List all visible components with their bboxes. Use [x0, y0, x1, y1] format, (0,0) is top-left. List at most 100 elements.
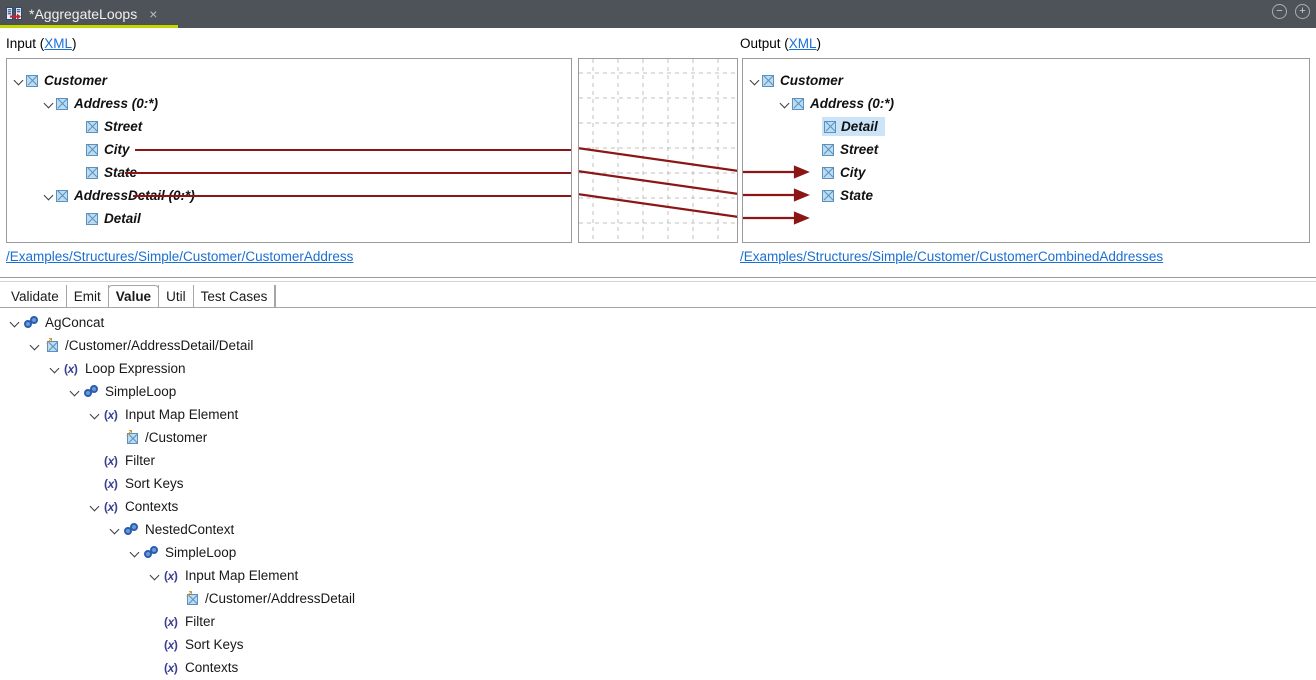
output-xml-link[interactable]: XML — [788, 36, 817, 51]
tree-indent-spacer — [88, 449, 104, 472]
window-controls: − + — [1272, 4, 1310, 19]
value-tree-row[interactable]: (x)Input Map Element — [148, 564, 298, 587]
tab-strip-end-divider — [275, 285, 277, 307]
expression-icon: (x) — [104, 407, 118, 422]
chevron-down-icon[interactable] — [48, 357, 64, 380]
chevron-down-icon[interactable] — [88, 495, 104, 518]
input-node-label: Customer — [44, 73, 108, 88]
schema-element-icon — [86, 166, 98, 179]
mapping-document-icon — [6, 6, 22, 22]
input-node-label: City — [104, 142, 130, 157]
section-divider-bottom — [0, 281, 1316, 282]
input-tree-node[interactable]: Street — [73, 115, 144, 138]
value-tree-row[interactable]: AgConcat — [8, 311, 104, 334]
input-tree-node[interactable]: Address (0:*) — [43, 92, 160, 115]
value-tree-row[interactable]: SimpleLoop — [68, 380, 176, 403]
value-tree-row[interactable]: (x)Sort Keys — [148, 633, 244, 656]
value-tree-row[interactable]: (x)Filter — [88, 449, 155, 472]
value-tree-row[interactable]: ↗/Customer — [108, 426, 207, 449]
input-tree-node[interactable]: State — [73, 161, 139, 184]
chevron-down-icon[interactable] — [43, 92, 56, 115]
value-tree-row[interactable]: (x)Contexts — [88, 495, 178, 518]
chevron-down-icon[interactable] — [43, 184, 56, 207]
output-tree-node[interactable]: City — [809, 161, 868, 184]
minimize-icon[interactable]: − — [1272, 4, 1287, 19]
output-node-label: City — [840, 165, 866, 180]
input-label-prefix: Input ( — [6, 36, 45, 51]
expression-icon: (x) — [64, 361, 78, 376]
schema-element-icon — [86, 120, 98, 133]
input-label-suffix: ) — [72, 36, 77, 51]
output-node-label: Detail — [838, 118, 881, 135]
value-tree-row[interactable]: NestedContext — [108, 518, 234, 541]
input-node-label: State — [104, 165, 138, 180]
chevron-down-icon[interactable] — [13, 69, 26, 92]
input-structure-path-link[interactable]: /Examples/Structures/Simple/Customer/Cus… — [6, 249, 354, 264]
value-tree-row-label: SimpleLoop — [165, 545, 237, 560]
tab-test-cases[interactable]: Test Cases — [192, 285, 276, 307]
chevron-down-icon[interactable] — [128, 541, 144, 564]
input-tree-node[interactable]: Customer — [13, 69, 109, 92]
maximize-icon[interactable]: + — [1295, 4, 1310, 19]
chevron-down-icon[interactable] — [68, 380, 84, 403]
value-tree-row-label: Sort Keys — [125, 476, 184, 491]
chevron-down-icon[interactable] — [108, 518, 124, 541]
connector-grid-panel[interactable] — [578, 58, 738, 243]
schema-element-icon — [56, 97, 68, 110]
value-tree-row-label: /Customer — [145, 430, 208, 445]
value-tree-row[interactable]: (x)Loop Expression — [48, 357, 186, 380]
connector-line-state-stub — [133, 195, 571, 197]
chevron-down-icon[interactable] — [8, 311, 24, 334]
tree-indent-spacer — [809, 184, 822, 207]
output-node-label: Street — [840, 142, 879, 157]
editor-tab-aggregateloops[interactable]: *AggregateLoops × — [0, 0, 178, 28]
value-tree-row-label: AgConcat — [45, 315, 105, 330]
grid-background — [579, 59, 737, 242]
output-node-label: State — [840, 188, 874, 203]
output-tree-node[interactable]: Address (0:*) — [779, 92, 896, 115]
connector-line-street-stub — [135, 149, 571, 151]
path-reference-icon: ↗ — [184, 589, 201, 607]
value-tree-row[interactable]: (x)Filter — [148, 610, 215, 633]
chevron-down-icon[interactable] — [749, 69, 762, 92]
input-tree-node[interactable]: City — [73, 138, 132, 161]
value-tree-row[interactable]: (x)Sort Keys — [88, 472, 184, 495]
schema-element-icon — [824, 120, 836, 133]
chevron-down-icon[interactable] — [148, 564, 164, 587]
value-tree-row[interactable]: (x)Input Map Element — [88, 403, 238, 426]
chevron-down-icon[interactable] — [779, 92, 792, 115]
value-tree-row-label: NestedContext — [145, 522, 235, 537]
tab-validate[interactable]: Validate — [4, 285, 67, 307]
expression-icon: (x) — [104, 453, 118, 468]
value-tree-row[interactable]: (x)Contexts — [148, 656, 238, 679]
tab-value[interactable]: Value — [107, 285, 160, 307]
tree-indent-spacer — [73, 115, 86, 138]
output-node-content: State — [822, 188, 875, 203]
output-tree-node[interactable]: Customer — [749, 69, 845, 92]
chevron-down-icon[interactable] — [28, 334, 44, 357]
output-tree-node[interactable]: Street — [809, 138, 880, 161]
expression-icon: (x) — [164, 660, 178, 675]
input-node-content: City — [86, 142, 132, 157]
tree-indent-spacer — [148, 610, 164, 633]
tab-emit[interactable]: Emit — [65, 285, 109, 307]
output-tree-node[interactable]: Detail — [809, 115, 885, 138]
value-tree-row[interactable]: ↗/Customer/AddressDetail/Detail — [28, 334, 253, 357]
output-tree-node[interactable]: State — [809, 184, 875, 207]
output-structure-path-link[interactable]: /Examples/Structures/Simple/Customer/Cus… — [740, 249, 1164, 264]
value-expression-tree[interactable]: AgConcat↗/Customer/AddressDetail/Detail(… — [0, 309, 1316, 680]
output-node-content: City — [822, 165, 868, 180]
value-tree-row[interactable]: ↗/Customer/AddressDetail — [168, 587, 355, 610]
tab-util[interactable]: Util — [158, 285, 194, 307]
close-icon[interactable]: × — [149, 6, 158, 22]
expression-icon: (x) — [164, 614, 178, 629]
value-tree-row[interactable]: SimpleLoop — [128, 541, 236, 564]
input-xml-link[interactable]: XML — [44, 36, 73, 51]
tree-indent-spacer — [108, 426, 124, 449]
schema-element-icon — [762, 74, 774, 87]
chevron-down-icon[interactable] — [88, 403, 104, 426]
input-tree-node[interactable]: Detail — [73, 207, 143, 230]
